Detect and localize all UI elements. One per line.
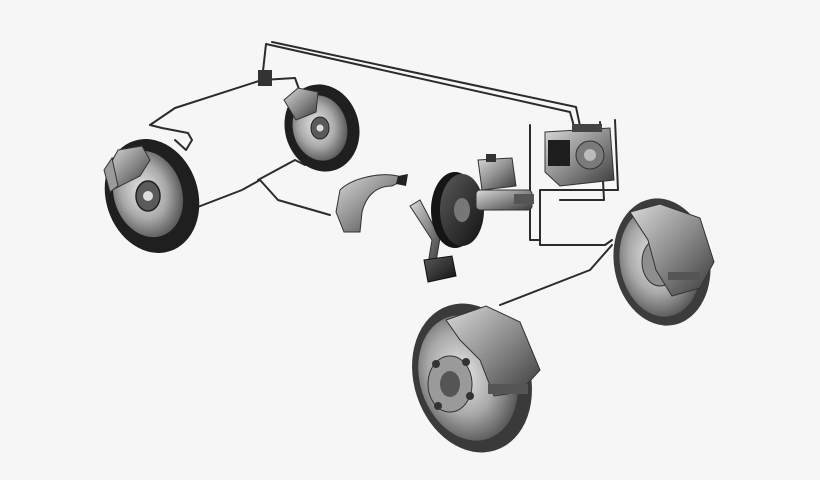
brake-line-top	[149, 43, 576, 131]
rear-right-drum-brake	[258, 70, 360, 172]
brake-booster	[431, 172, 484, 248]
master-cylinder	[475, 154, 534, 211]
abs-modulator	[544, 124, 615, 187]
front-left-disc-brake	[412, 303, 541, 453]
parking-brake-lever	[335, 174, 408, 233]
brake-pedal	[409, 199, 457, 283]
brake-lines	[149, 41, 619, 306]
front-right-disc-brake	[613, 198, 715, 326]
rear-left-drum-brake	[103, 139, 200, 253]
